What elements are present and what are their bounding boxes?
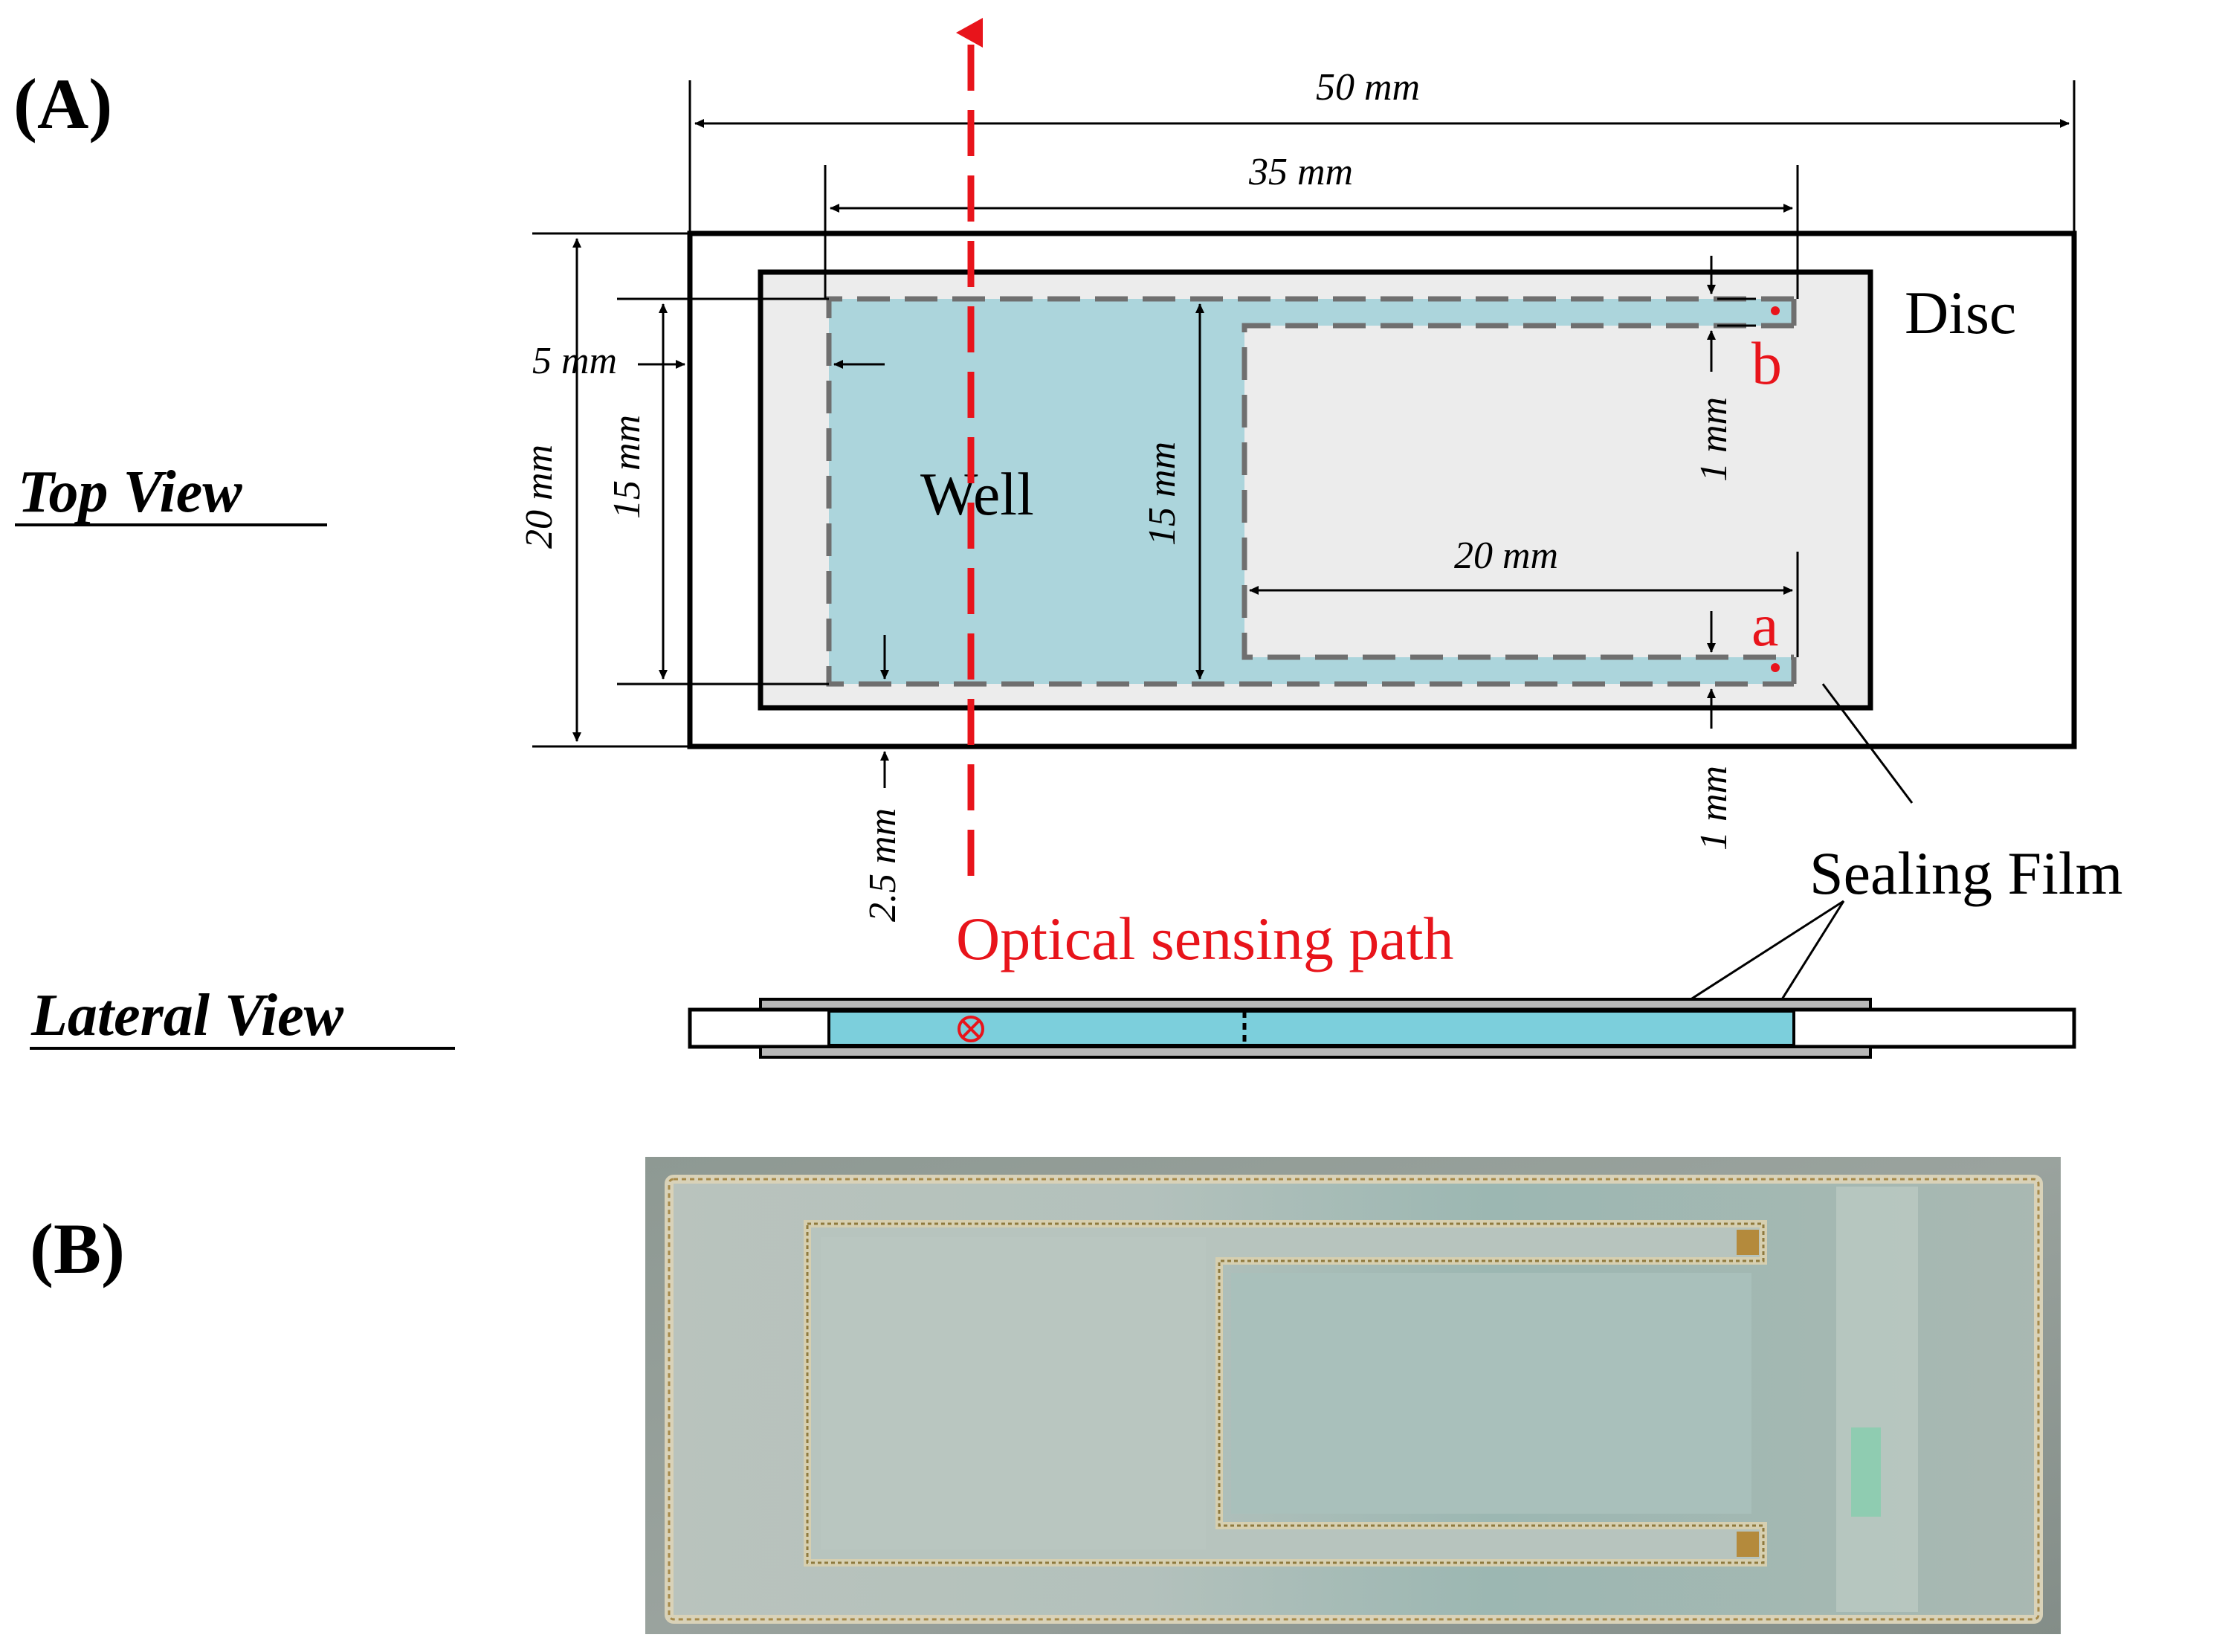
point-b-marker xyxy=(1771,306,1780,315)
dim-bottom-margin: 2.5 mm xyxy=(862,808,904,922)
dim-overall-width: 50 mm xyxy=(1316,66,1420,109)
dim-well-height: 15 mm xyxy=(606,415,648,519)
dim-channel-width-top: 1 mm xyxy=(1693,397,1735,482)
lateral-view-diagram xyxy=(688,998,2076,1059)
dim-left-margin: 5 mm xyxy=(532,340,617,382)
device-photograph xyxy=(645,1157,2061,1634)
well-and-channel-fluid xyxy=(829,299,1794,684)
lateral-view-label: Lateral View xyxy=(30,983,344,1048)
top-view-label: Top View xyxy=(18,459,242,525)
dim-channel-span: 35 mm xyxy=(1248,151,1353,193)
point-a-label: a xyxy=(1751,591,1778,659)
disc-label: Disc xyxy=(1905,279,2016,346)
dim-channel-width-bottom: 1 mm xyxy=(1693,766,1735,851)
point-a-marker xyxy=(1771,663,1780,672)
optical-sensing-path-label: Optical sensing path xyxy=(956,905,1454,972)
sealing-film-label: Sealing Film xyxy=(1809,839,2122,907)
dimension-lines xyxy=(532,80,2076,1058)
optical-path-into-page-marker xyxy=(958,1016,984,1042)
lateral-fluid xyxy=(827,1010,1795,1047)
panel-b-label: (B) xyxy=(30,1209,125,1288)
well-label: Well xyxy=(920,460,1034,528)
dashed-channel-outline xyxy=(826,296,1797,687)
dim-overall-height: 20 mm xyxy=(518,445,561,549)
lateral-film-bottom xyxy=(759,1045,1872,1059)
panel-a-label: (A) xyxy=(13,64,112,143)
dim-inner-height: 15 mm xyxy=(1141,442,1184,546)
point-b-label: b xyxy=(1751,329,1782,397)
dim-inner-width: 20 mm xyxy=(1454,535,1558,577)
